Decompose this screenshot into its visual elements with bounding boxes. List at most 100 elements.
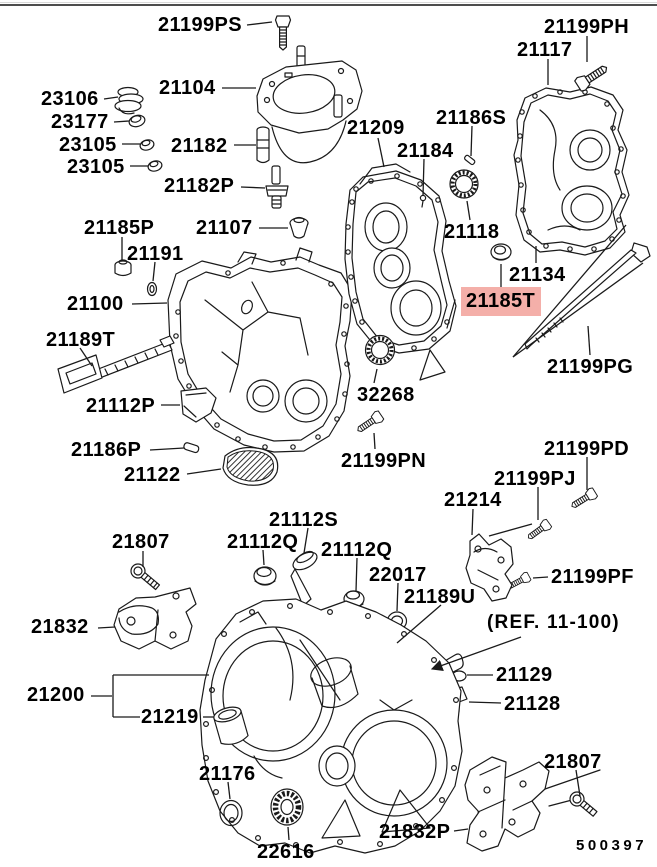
part-label-32268[interactable]: 32268 bbox=[357, 384, 415, 406]
leader-line bbox=[396, 582, 399, 612]
leader-line bbox=[113, 120, 130, 123]
part-label-21104[interactable]: 21104 bbox=[159, 77, 216, 99]
cap-21112q-left bbox=[253, 566, 277, 586]
part-label-21182[interactable]: 21182 bbox=[171, 135, 228, 157]
part-label-21186p[interactable]: 21186P bbox=[71, 439, 142, 461]
part-label-21807[interactable]: 21807 bbox=[544, 751, 602, 773]
bushing-23105-b bbox=[147, 160, 163, 172]
part-label-21182p[interactable]: 21182P bbox=[164, 175, 235, 197]
leader-line bbox=[575, 769, 581, 797]
leader-line bbox=[103, 96, 119, 100]
screw-21186s bbox=[464, 154, 476, 166]
part-label-21189u[interactable]: 21189U bbox=[404, 586, 476, 608]
part-label-21112s[interactable]: 21112S bbox=[269, 509, 339, 531]
part-label-21118[interactable]: 21118 bbox=[444, 221, 500, 243]
bracket-21832p bbox=[464, 756, 601, 852]
part-label-21185p[interactable]: 21185P bbox=[84, 217, 155, 239]
part-label-23105[interactable]: 23105 bbox=[59, 134, 117, 156]
part-label-21200[interactable]: 21200 bbox=[27, 684, 85, 706]
part-label-21199pj[interactable]: 21199PJ bbox=[494, 468, 576, 490]
leader-line bbox=[227, 781, 231, 800]
part-label-21112q[interactable]: 21112Q bbox=[321, 539, 393, 561]
plug-21185t bbox=[490, 243, 512, 261]
leader-line bbox=[355, 557, 358, 592]
leader-line bbox=[262, 549, 265, 566]
case-21200-drawing bbox=[199, 598, 463, 854]
part-label-21129[interactable]: 21129 bbox=[496, 664, 553, 686]
pin-21186p bbox=[183, 442, 200, 454]
leader-line bbox=[377, 137, 385, 168]
part-label-22616[interactable]: 22616 bbox=[257, 841, 315, 863]
leader-line bbox=[453, 828, 469, 832]
leader-line bbox=[488, 523, 533, 537]
part-label-21807[interactable]: 21807 bbox=[112, 531, 170, 553]
part-label-21184[interactable]: 21184 bbox=[397, 140, 454, 162]
grate-21122 bbox=[222, 446, 279, 486]
leader-line bbox=[587, 325, 591, 356]
ring-21176 bbox=[219, 799, 243, 827]
leader-line bbox=[422, 158, 425, 197]
part-label-21199pn[interactable]: 21199PN bbox=[341, 450, 427, 472]
seal-21118 bbox=[449, 169, 479, 199]
part-label-21832[interactable]: 21832 bbox=[31, 616, 89, 638]
part-label-21199pf[interactable]: 21199PF bbox=[551, 566, 634, 588]
part-label-21199ph[interactable]: 21199PH bbox=[544, 16, 630, 38]
case-21209-drawing bbox=[344, 163, 457, 381]
leader-line bbox=[240, 186, 266, 189]
top-divider-dark bbox=[0, 4, 657, 6]
sleeve-21219 bbox=[213, 706, 249, 745]
leader-line bbox=[373, 368, 378, 384]
leader-lines bbox=[79, 21, 644, 841]
bracket-21214 bbox=[465, 533, 514, 602]
leader-line bbox=[287, 826, 290, 841]
plate-21112p bbox=[180, 387, 217, 423]
leader-line bbox=[186, 468, 222, 475]
leader-line bbox=[532, 576, 549, 579]
bushing-23177 bbox=[128, 114, 146, 128]
leader-line bbox=[149, 447, 185, 451]
oring-21191 bbox=[146, 281, 158, 297]
nut-21185p bbox=[114, 259, 132, 277]
part-label-21214[interactable]: 21214 bbox=[444, 489, 502, 511]
part-label-21189t[interactable]: 21189T bbox=[46, 329, 116, 351]
reference-note-ref-11-100: (REF. 11-100) bbox=[487, 612, 620, 633]
part-label-21199ps[interactable]: 21199PS bbox=[158, 14, 242, 36]
reference-arrow bbox=[430, 636, 522, 671]
leader-line bbox=[246, 21, 273, 26]
part-label-21112p[interactable]: 21112P bbox=[86, 395, 156, 417]
part-label-21128[interactable]: 21128 bbox=[504, 693, 561, 715]
seal-22616 bbox=[270, 788, 304, 826]
part-label-23106[interactable]: 23106 bbox=[41, 88, 99, 110]
leader-line bbox=[512, 262, 644, 358]
part-label-21191[interactable]: 21191 bbox=[127, 243, 184, 265]
part-label-21199pd[interactable]: 21199PD bbox=[544, 438, 630, 460]
part-label-21117[interactable]: 21117 bbox=[517, 39, 573, 61]
leader-line bbox=[396, 604, 442, 644]
part-label-21107[interactable]: 21107 bbox=[196, 217, 253, 239]
part-label-22017[interactable]: 22017 bbox=[369, 564, 427, 586]
top-divider-light bbox=[0, 2, 657, 3]
leader-line bbox=[97, 626, 116, 629]
part-label-21134[interactable]: 21134 bbox=[509, 264, 566, 286]
bolt-21807-left bbox=[130, 563, 161, 591]
part-label-21122[interactable]: 21122 bbox=[124, 464, 181, 486]
leader-line bbox=[303, 527, 309, 554]
part-label-21832p[interactable]: 21832P bbox=[379, 821, 451, 843]
part-label-21100[interactable]: 21100 bbox=[67, 293, 124, 315]
leader-line bbox=[512, 224, 627, 358]
part-label-21185t[interactable]: 21185T bbox=[461, 287, 542, 316]
part-label-23177[interactable]: 23177 bbox=[51, 111, 109, 133]
leader-line bbox=[152, 261, 156, 282]
part-label-21209[interactable]: 21209 bbox=[347, 117, 405, 139]
part-label-21176[interactable]: 21176 bbox=[199, 763, 256, 785]
part-label-21112q[interactable]: 21112Q bbox=[227, 531, 299, 553]
part-label-21186s[interactable]: 21186S bbox=[436, 107, 507, 129]
part-label-23105[interactable]: 23105 bbox=[67, 156, 125, 178]
boot-23106 bbox=[114, 86, 144, 115]
part-label-21199pg[interactable]: 21199PG bbox=[547, 356, 634, 378]
part-label-21219[interactable]: 21219 bbox=[141, 706, 199, 728]
stud-small-top bbox=[296, 45, 306, 69]
